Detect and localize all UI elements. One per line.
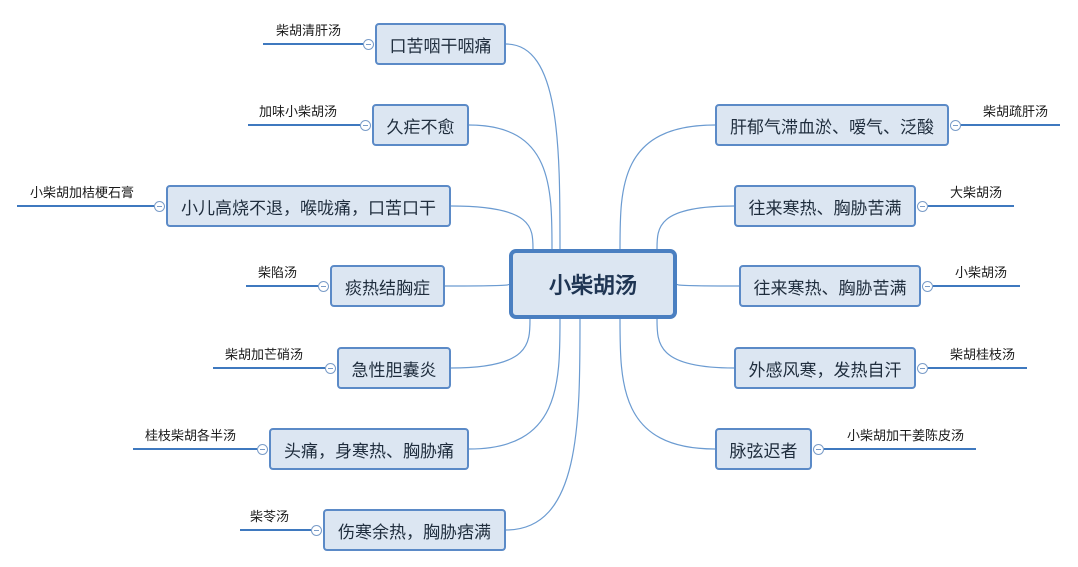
topic-node[interactable]: 外感风寒，发热自汗 bbox=[734, 347, 916, 389]
collapse-toggle-icon[interactable] bbox=[363, 39, 374, 50]
branch-connector bbox=[619, 318, 716, 450]
branch-connector bbox=[450, 318, 531, 369]
collapse-toggle-icon[interactable] bbox=[154, 201, 165, 212]
collapse-toggle-icon[interactable] bbox=[318, 281, 329, 292]
topic-label: 口苦咽干咽痛 bbox=[389, 36, 492, 57]
subtopic-line bbox=[246, 285, 318, 287]
subtopic-label: 柴胡疏肝汤 bbox=[983, 105, 1049, 120]
subtopic-line bbox=[133, 448, 257, 450]
collapse-toggle-icon[interactable] bbox=[917, 363, 928, 374]
subtopic-label: 小柴胡加干姜陈皮汤 bbox=[847, 429, 965, 444]
topic-node[interactable]: 脉弦迟者 bbox=[715, 428, 812, 470]
subtopic-line bbox=[248, 124, 360, 126]
collapse-toggle-icon[interactable] bbox=[922, 281, 933, 292]
topic-node[interactable]: 急性胆囊炎 bbox=[337, 347, 451, 389]
subtopic-line bbox=[213, 367, 325, 369]
subtopic-label: 柴胡加芒硝汤 bbox=[225, 348, 304, 363]
subtopic-line bbox=[961, 124, 1060, 126]
topic-node[interactable]: 头痛，身寒热、胸胁痛 bbox=[269, 428, 469, 470]
branch-connector bbox=[450, 205, 534, 250]
branch-connector bbox=[505, 43, 561, 250]
subtopic-label: 柴胡清肝汤 bbox=[276, 24, 342, 39]
subtopic-line bbox=[240, 529, 311, 531]
collapse-toggle-icon[interactable] bbox=[360, 120, 371, 131]
subtopic-label: 柴胡桂枝汤 bbox=[950, 348, 1016, 363]
topic-node[interactable]: 肝郁气滞血淤、嗳气、泛酸 bbox=[715, 104, 949, 146]
topic-label: 痰热结胸症 bbox=[345, 278, 430, 299]
branch-connector bbox=[656, 318, 735, 369]
topic-label: 小儿高烧不退，喉咙痛，口苦口干 bbox=[181, 198, 436, 219]
branch-connector bbox=[505, 318, 581, 531]
collapse-toggle-icon[interactable] bbox=[257, 444, 268, 455]
subtopic-label: 柴陷汤 bbox=[258, 266, 298, 281]
topic-label: 往来寒热、胸胁苦满 bbox=[753, 278, 907, 299]
topic-label: 头痛，身寒热、胸胁痛 bbox=[284, 441, 454, 462]
subtopic-line bbox=[824, 448, 976, 450]
topic-label: 往来寒热、胸胁苦满 bbox=[748, 198, 902, 219]
branch-connector bbox=[656, 205, 735, 250]
subtopic-label: 小柴胡汤 bbox=[955, 266, 1008, 281]
central-topic-label: 小柴胡汤 bbox=[548, 274, 637, 299]
topic-node[interactable]: 伤寒余热，胸胁痞满 bbox=[323, 509, 506, 551]
subtopic-line bbox=[17, 205, 154, 207]
branch-connector bbox=[676, 283, 740, 287]
subtopic-line bbox=[263, 43, 363, 45]
topic-node[interactable]: 小儿高烧不退，喉咙痛，口苦口干 bbox=[166, 185, 451, 227]
topic-node[interactable]: 久疟不愈 bbox=[372, 104, 469, 146]
topic-node[interactable]: 往来寒热、胸胁苦满 bbox=[739, 265, 921, 307]
topic-label: 外感风寒，发热自汗 bbox=[748, 360, 902, 381]
subtopic-line bbox=[928, 367, 1027, 369]
branch-connector bbox=[468, 318, 561, 450]
subtopic-label: 柴苓汤 bbox=[250, 510, 290, 525]
branch-connector bbox=[444, 283, 510, 287]
topic-node[interactable]: 往来寒热、胸胁苦满 bbox=[734, 185, 916, 227]
topic-label: 伤寒余热，胸胁痞满 bbox=[338, 522, 491, 543]
topic-node[interactable]: 口苦咽干咽痛 bbox=[375, 23, 506, 65]
collapse-toggle-icon[interactable] bbox=[325, 363, 336, 374]
topic-label: 肝郁气滞血淤、嗳气、泛酸 bbox=[730, 117, 934, 138]
branch-connector bbox=[468, 124, 553, 250]
collapse-toggle-icon[interactable] bbox=[950, 120, 961, 131]
topic-node[interactable]: 痰热结胸症 bbox=[330, 265, 445, 307]
subtopic-label: 大柴胡汤 bbox=[950, 186, 1003, 201]
central-topic[interactable]: 小柴胡汤 bbox=[509, 249, 677, 319]
collapse-toggle-icon[interactable] bbox=[917, 201, 928, 212]
topic-label: 久疟不愈 bbox=[386, 117, 455, 138]
topic-label: 急性胆囊炎 bbox=[351, 360, 437, 381]
collapse-toggle-icon[interactable] bbox=[311, 525, 322, 536]
subtopic-line bbox=[933, 285, 1020, 287]
collapse-toggle-icon[interactable] bbox=[813, 444, 824, 455]
topic-label: 脉弦迟者 bbox=[729, 441, 798, 462]
subtopic-line bbox=[928, 205, 1014, 207]
branch-connector bbox=[619, 124, 716, 250]
subtopic-label: 加味小柴胡汤 bbox=[259, 105, 338, 120]
subtopic-label: 小柴胡加桔梗石膏 bbox=[30, 186, 135, 201]
subtopic-label: 桂枝柴胡各半汤 bbox=[145, 429, 237, 444]
